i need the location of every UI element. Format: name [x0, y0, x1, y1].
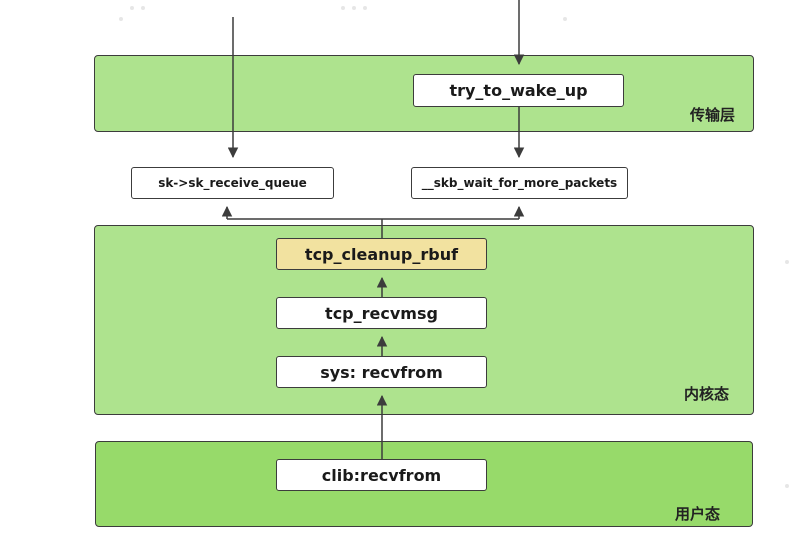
transport-layer-label: 传输层	[689, 106, 735, 124]
clib-recvfrom-node: clib:recvfrom	[276, 459, 487, 491]
background-dot	[141, 6, 145, 10]
background-dot	[119, 17, 123, 21]
background-dot	[352, 6, 356, 10]
background-dot	[785, 260, 789, 264]
skb-wait-node: __skb_wait_for_more_packets	[411, 167, 628, 199]
sk-receive-queue-node: sk->sk_receive_queue	[131, 167, 334, 199]
background-dot	[341, 6, 345, 10]
tcp-cleanup-rbuf-node: tcp_cleanup_rbuf	[276, 238, 487, 270]
user-layer-label: 用户态	[674, 505, 720, 523]
background-dot	[563, 17, 567, 21]
background-dot	[785, 484, 789, 488]
background-dot	[363, 6, 367, 10]
try-to-wake-up-node: try_to_wake_up	[413, 74, 624, 107]
tcp-recvmsg-node: tcp_recvmsg	[276, 297, 487, 329]
sys-recvfrom-node: sys: recvfrom	[276, 356, 487, 388]
background-dot	[130, 6, 134, 10]
kernel-layer-label: 内核态	[683, 385, 729, 403]
